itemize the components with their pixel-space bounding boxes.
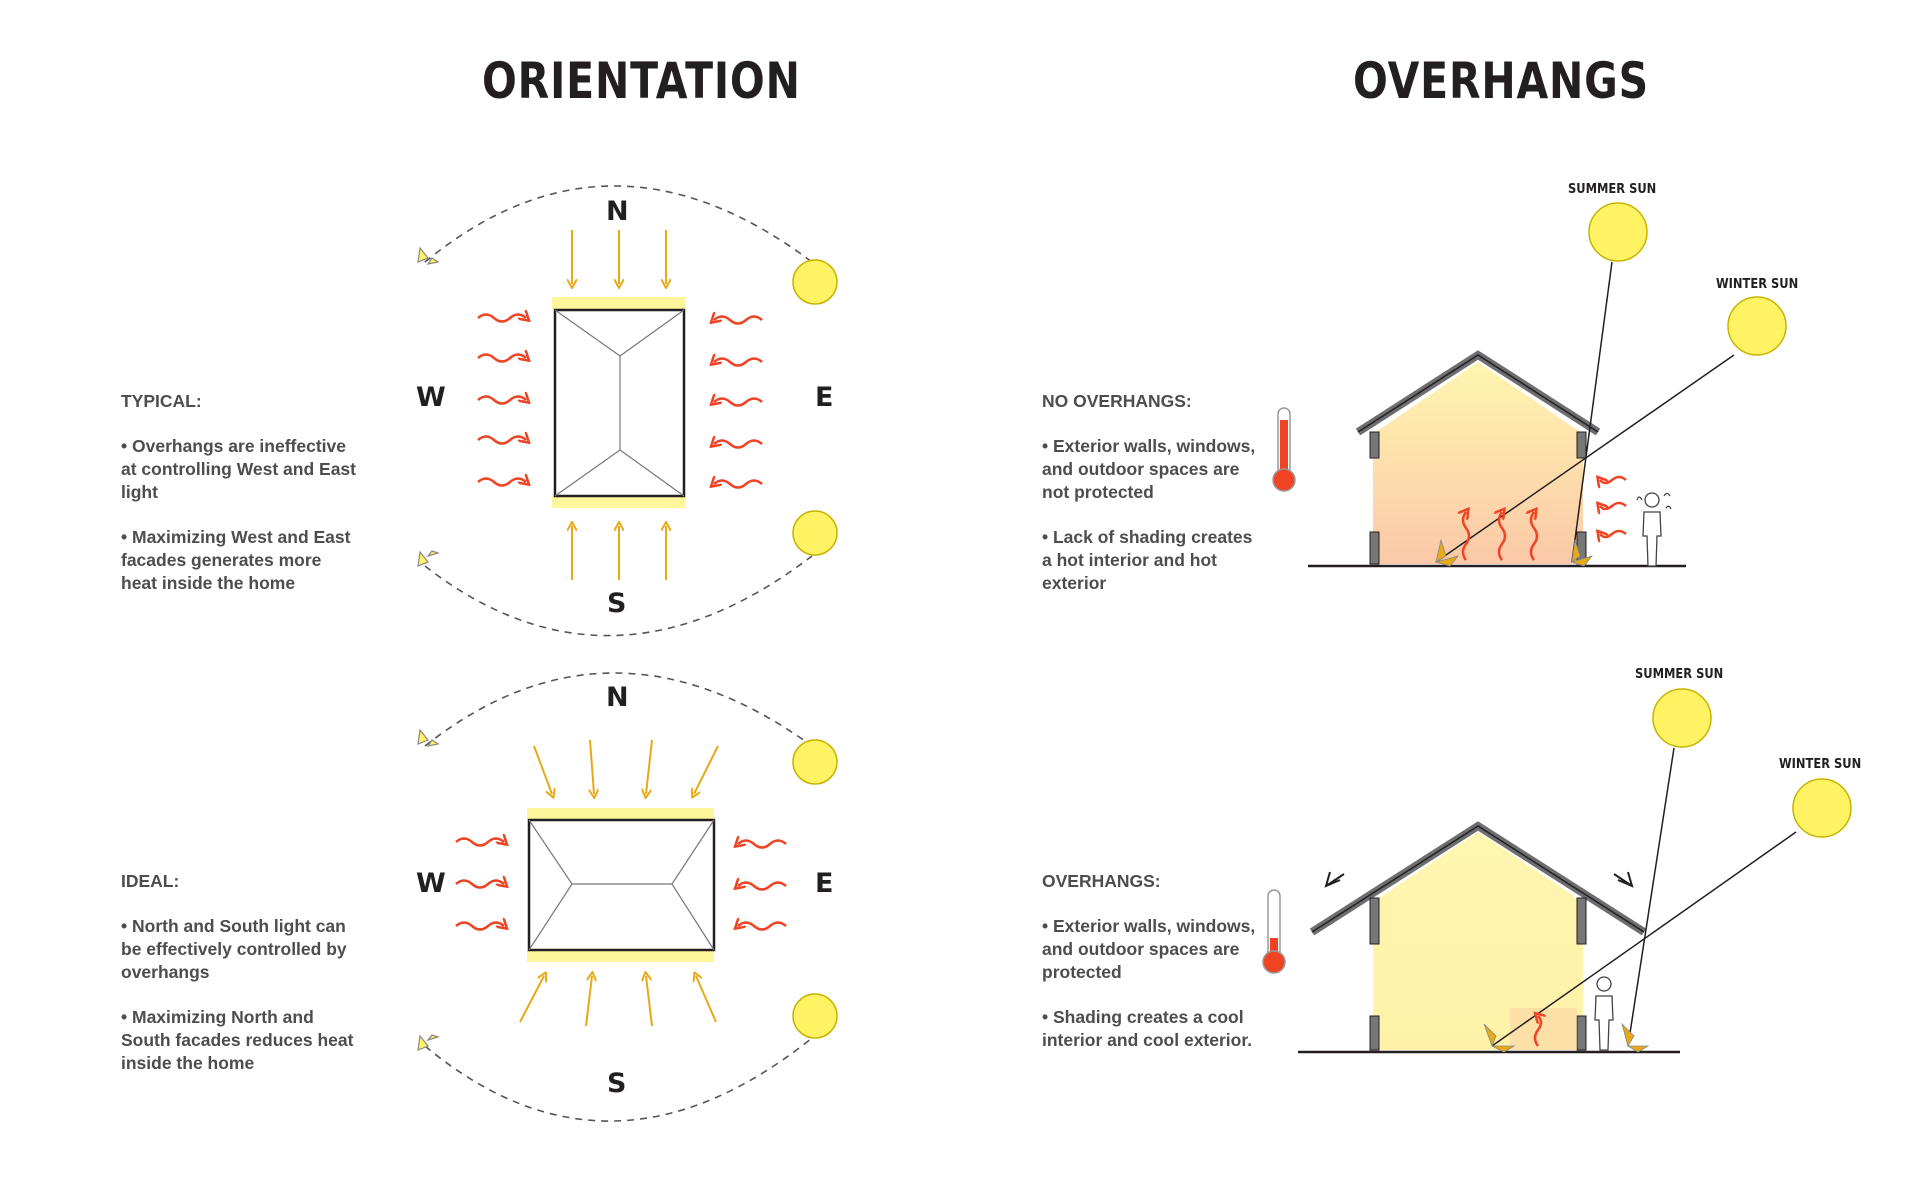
sun-path-north-arc: [424, 672, 813, 747]
north-facade-glow: [552, 297, 685, 309]
wall-left-lower: [1369, 531, 1380, 565]
winter-sun-label-top: WINTER SUN: [1716, 276, 1799, 292]
sun-ray-arrow-icon: [519, 739, 719, 1027]
no-overhangs-section: [1272, 202, 1787, 568]
winter-sun-ray: [1435, 354, 1735, 563]
sun-icon: [792, 510, 838, 556]
summer-sun-label-bottom: SUMMER SUN: [1635, 666, 1724, 682]
thermometer-icon: [1272, 407, 1296, 492]
wall-right-lower: [1576, 1015, 1587, 1051]
south-facade-glow: [527, 950, 714, 962]
overhangs-section: [1262, 688, 1852, 1054]
ideal-point-2: • Maximizing North and South facades red…: [121, 1007, 354, 1073]
compass-s-top: S: [607, 588, 627, 619]
sun-path-north-arc: [424, 185, 813, 263]
thermometer-icon: [1262, 889, 1286, 974]
compass-e-bottom: E: [815, 868, 834, 899]
sun-ray-arrow-icon: [1483, 1022, 1650, 1053]
sunset-icon: [417, 246, 440, 567]
wall-left-lower: [1369, 1015, 1380, 1051]
building-plan: [527, 818, 716, 952]
heat-wave-arrow-icon: [1535, 1016, 1541, 1047]
sun-ray-arrow-icon: [572, 230, 666, 580]
summer-sun-ray: [1627, 747, 1675, 1047]
compass-n-top: N: [606, 196, 629, 227]
overhangs-note: OVERHANGS: • Exterior walls, windows, an…: [1042, 870, 1262, 1074]
no-overhangs-point-2: • Lack of shading creates a hot interior…: [1042, 527, 1253, 593]
sun-path-south-arc: [424, 555, 813, 637]
sun-ray-arrow-icon: [1434, 538, 1594, 567]
heat-wave-arrow-icon: [455, 839, 787, 931]
summer-sun-ray: [1571, 261, 1613, 563]
sun-icon: [792, 739, 838, 785]
typical-point-2: • Maximizing West and East facades gener…: [121, 527, 351, 593]
overhangs-title: OVERHANGS: [1353, 52, 1649, 110]
typical-heading: TYPICAL:: [121, 391, 202, 411]
compass-w-bottom: W: [416, 868, 446, 899]
typical-plan: [417, 185, 838, 637]
ideal-plan: [417, 672, 838, 1122]
sun-icon: [792, 259, 838, 305]
compass-s-bottom: S: [607, 1068, 627, 1099]
no-overhangs-heading: NO OVERHANGS:: [1042, 391, 1192, 411]
ideal-point-1: • North and South light can be effective…: [121, 916, 347, 982]
typical-point-1: • Overhangs are ineffective at controlli…: [121, 436, 356, 502]
sun-icon: [792, 993, 838, 1039]
overhang-arrow-right: [1613, 871, 1634, 888]
sunset-icon: [417, 728, 440, 1051]
compass-e-top: E: [815, 382, 834, 413]
overhangs-point-2: • Shading creates a cool interior and co…: [1042, 1007, 1253, 1050]
summer-sun-label-top: SUMMER SUN: [1568, 181, 1657, 197]
winter-sun-icon: [1727, 296, 1787, 356]
winter-sun-icon: [1792, 778, 1852, 838]
house-interior: [1373, 832, 1583, 1050]
ideal-note: IDEAL: • North and South light can be ef…: [121, 870, 361, 1097]
sun-path-south-arc: [424, 1037, 813, 1122]
typical-note: TYPICAL: • Overhangs are ineffective at …: [121, 390, 361, 617]
winter-sun-label-bottom: WINTER SUN: [1779, 756, 1862, 772]
heat-wave-arrow-icon: [477, 315, 763, 489]
heat-wave-arrow-icon: [1463, 477, 1627, 561]
overhangs-heading: OVERHANGS:: [1042, 871, 1161, 891]
compass-n-bottom: N: [606, 682, 629, 713]
north-facade-glow: [527, 808, 714, 820]
winter-sun-ray: [1491, 831, 1797, 1047]
orientation-title: ORIENTATION: [482, 52, 801, 110]
wall-right-upper: [1576, 431, 1587, 459]
overhangs-point-1: • Exterior walls, windows, and outdoor s…: [1042, 916, 1256, 982]
wall-left-upper: [1369, 897, 1380, 945]
no-overhangs-note: NO OVERHANGS: • Exterior walls, windows,…: [1042, 390, 1262, 617]
summer-sun-icon: [1588, 202, 1648, 262]
no-overhangs-point-1: • Exterior walls, windows, and outdoor s…: [1042, 436, 1256, 502]
south-facade-glow: [552, 496, 685, 508]
overhang-arrow-left: [1324, 871, 1345, 888]
wall-left-upper: [1369, 431, 1380, 459]
compass-w-top: W: [416, 382, 446, 413]
cool-patch: [1510, 1008, 1577, 1050]
person-icon: [1636, 492, 1672, 567]
summer-sun-icon: [1652, 688, 1712, 748]
ideal-heading: IDEAL:: [121, 871, 180, 891]
person-icon: [1594, 976, 1614, 1051]
wall-right-upper: [1576, 897, 1587, 945]
